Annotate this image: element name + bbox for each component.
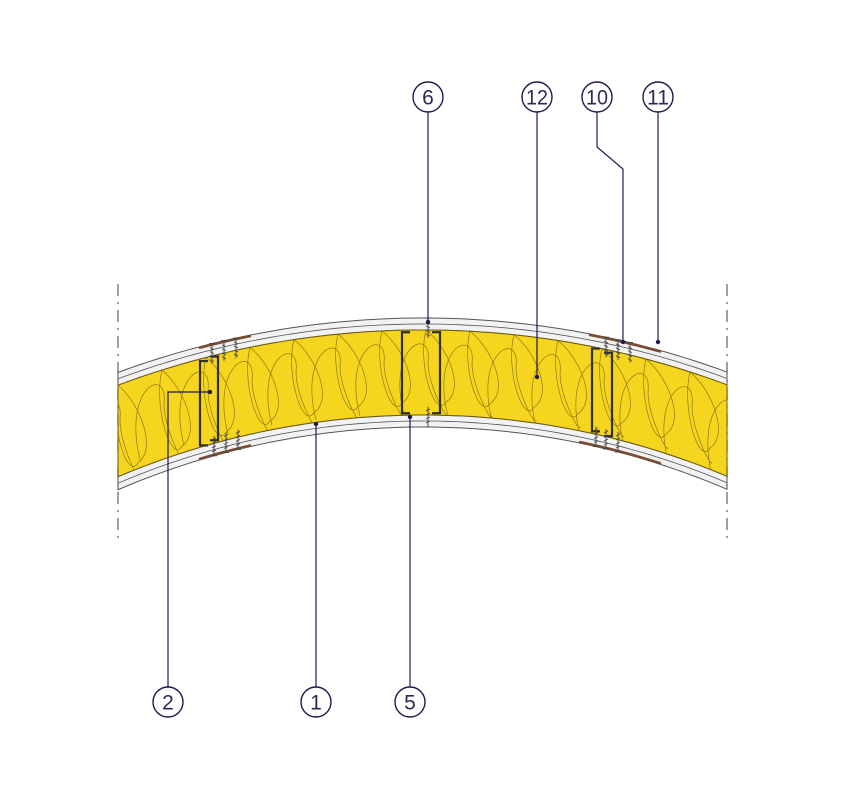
callout-11: 11 xyxy=(642,81,674,113)
screw-9 xyxy=(603,336,609,358)
callout-1-label: 1 xyxy=(310,692,322,715)
callout-2-label: 2 xyxy=(162,692,174,715)
leader-10 xyxy=(596,111,624,342)
callout-6: 6 xyxy=(412,81,444,113)
leader-6-dot xyxy=(425,319,431,325)
screw-1 xyxy=(209,343,215,364)
callout-1: 1 xyxy=(300,686,332,718)
screw-2 xyxy=(221,340,227,361)
leader-1-dot xyxy=(313,421,319,427)
outer-board-joint-line xyxy=(117,323,728,380)
leader-2 xyxy=(167,391,210,688)
insulation-wave-pattern xyxy=(118,330,727,477)
leader-5-dot xyxy=(407,414,413,420)
inner-board-joint-line xyxy=(117,420,728,484)
leader-2-dot xyxy=(207,389,213,395)
leader-11-dot xyxy=(655,339,661,345)
callout-12-label: 12 xyxy=(526,87,548,110)
screw-11 xyxy=(627,342,633,363)
screw-8 xyxy=(425,407,431,428)
wool-wave-lines xyxy=(118,330,727,477)
screw-6 xyxy=(235,429,241,450)
callout-11-label: 11 xyxy=(647,87,669,110)
screw-4 xyxy=(211,435,217,457)
screw-14 xyxy=(615,432,621,453)
stud-profile-2 xyxy=(400,331,442,415)
sealant-strip-4 xyxy=(578,440,662,465)
screw-10 xyxy=(615,339,621,360)
sealant-strip-3 xyxy=(198,444,252,461)
callout-10: 10 xyxy=(581,81,613,113)
screw-5 xyxy=(223,432,229,453)
fixing-screws xyxy=(209,317,633,457)
callout-6-label: 6 xyxy=(422,87,434,110)
screw-12 xyxy=(593,426,599,448)
leader-12-dot xyxy=(534,374,540,380)
callout-5: 5 xyxy=(394,686,426,718)
leader-10-dot xyxy=(620,339,626,345)
callout-leader-lines xyxy=(167,111,661,688)
callout-5-label: 5 xyxy=(404,692,416,715)
sealant-strip-1 xyxy=(198,334,252,349)
screw-3 xyxy=(233,337,239,359)
callout-12: 12 xyxy=(521,81,553,113)
screw-13 xyxy=(603,428,609,450)
callout-2: 2 xyxy=(152,686,184,718)
callout-10-label: 10 xyxy=(586,87,608,110)
